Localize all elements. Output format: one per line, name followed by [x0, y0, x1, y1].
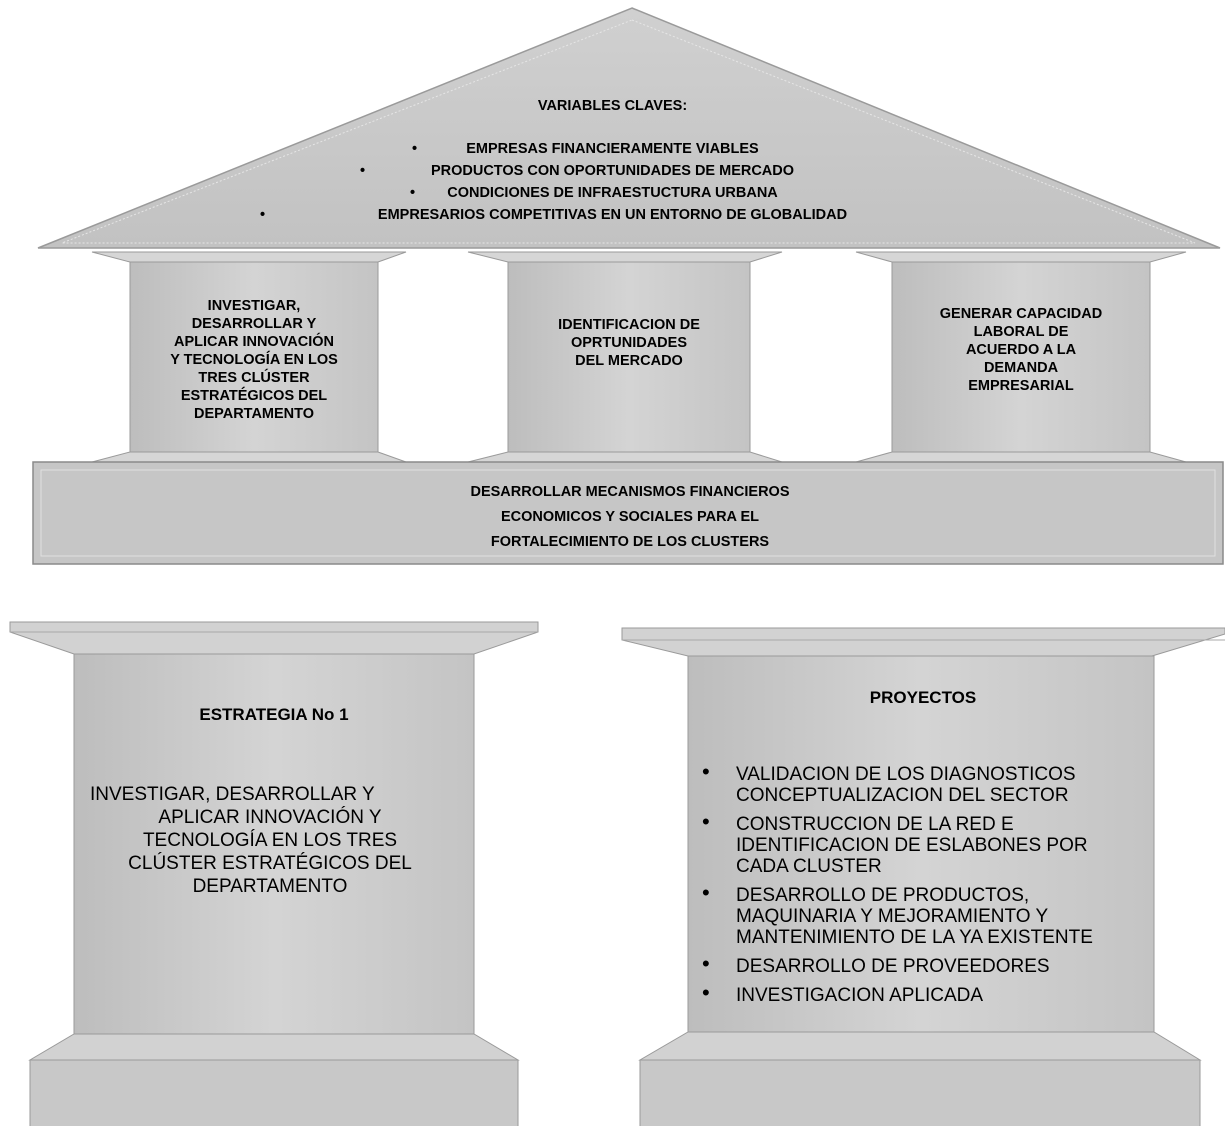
column-1-text: INVESTIGAR, DESARROLLAR Y APLICAR INNOVA… — [170, 298, 338, 422]
projects-pillar-shaft — [687, 655, 1155, 1033]
roof-title: VARIABLES CLAVES: — [537, 98, 688, 114]
strategy-pillar-shaft — [73, 653, 475, 1035]
column-3-text: GENERAR CAPACIDAD LABORAL DE ACUERDO A L… — [939, 306, 1103, 394]
strategy-body: INVESTIGAR, DESARROLLAR Y APLICAR INNOVA… — [90, 784, 412, 897]
column-1-base — [91, 451, 407, 463]
projects-pillar-cap — [621, 627, 1225, 657]
column-3-shaft — [891, 261, 1151, 453]
column-3-capital — [855, 251, 1187, 263]
foundation-text: DESARROLLAR MECANISMOS FINANCIEROS ECONO… — [470, 484, 790, 550]
strategy-title: ESTRATEGIA No 1 — [199, 705, 349, 724]
bullet-icon: • — [409, 185, 416, 201]
roof-item: • PRODUCTOS CON OPORTUNIDADES DE MERCADO — [0, 162, 1225, 180]
projects-title: PROYECTOS — [869, 688, 977, 707]
projects-list: • VALIDACION DE LOS DIAGNOSTICOS CONCEPT… — [700, 759, 1160, 1014]
column-2-base — [467, 451, 783, 463]
bullet-icon: • — [702, 809, 710, 834]
roof-item: • EMPRESARIOS COMPETITIVAS EN UN ENTORNO… — [0, 206, 1225, 224]
project-item: • DESARROLLO DE PRODUCTOS, MAQUINARIA Y … — [702, 880, 1093, 949]
bullet-icon: • — [359, 163, 366, 179]
project-item: • DESARROLLO DE PROVEEDORES — [702, 951, 1050, 978]
project-item: • INVESTIGACION APLICADA — [702, 980, 984, 1007]
roof-item: • EMPRESAS FINANCIERAMENTE VIABLES — [0, 140, 1225, 158]
strategy-pillar-base — [28, 1033, 520, 1061]
bullet-icon: • — [259, 207, 266, 223]
column-2-shaft — [507, 261, 751, 453]
bullet-icon: • — [702, 880, 710, 905]
bullet-icon: • — [411, 141, 418, 157]
column-1-capital — [91, 251, 407, 263]
bullet-icon: • — [702, 980, 710, 1005]
roof-item: • CONDICIONES DE INFRAESTUCTURA URBANA — [0, 184, 1225, 202]
projects-pillar-base — [638, 1031, 1202, 1061]
roof-shape — [37, 7, 1221, 249]
column-2-capital — [467, 251, 783, 263]
column-1-shaft — [129, 261, 379, 453]
bullet-icon: • — [702, 759, 710, 784]
strategy-pillar-cap — [9, 621, 539, 655]
column-2-text: IDENTIFICACION DE OPRTUNIDADES DEL MERCA… — [558, 317, 700, 369]
bullet-icon: • — [702, 951, 710, 976]
column-3-base — [855, 451, 1187, 463]
project-item: • VALIDACION DE LOS DIAGNOSTICOS CONCEPT… — [702, 759, 1076, 807]
project-item: • CONSTRUCCION DE LA RED E IDENTIFICACIO… — [702, 809, 1088, 878]
foundation — [32, 461, 1224, 565]
